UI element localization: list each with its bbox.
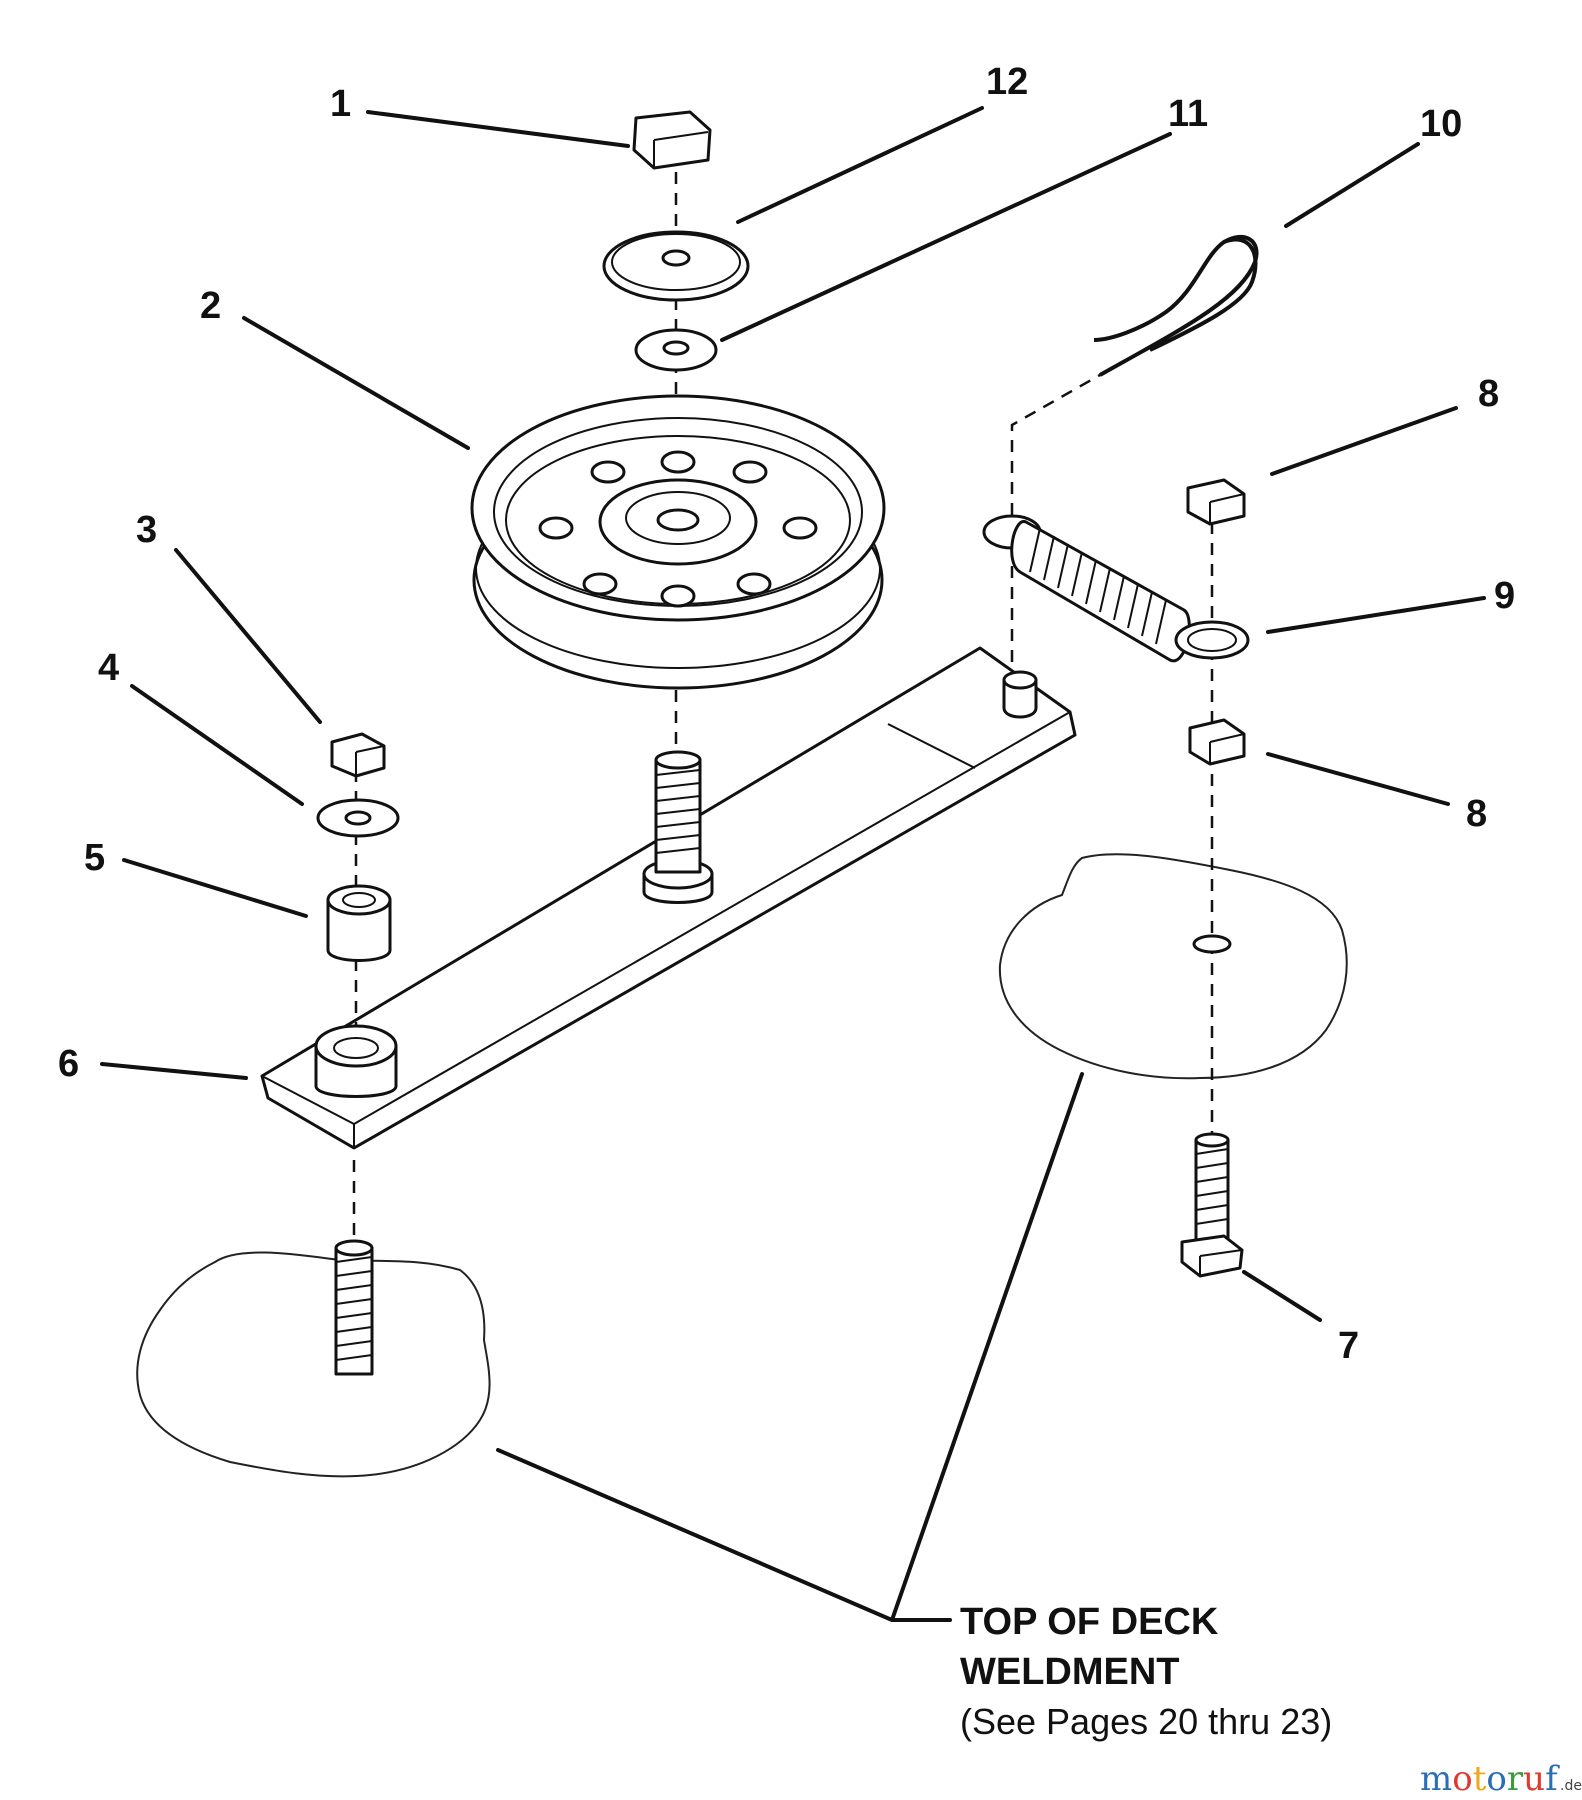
- lock-washer-left: [316, 798, 400, 838]
- note-line-1: TOP OF DECK: [960, 1601, 1219, 1643]
- hex-bolt-right: [1180, 1132, 1244, 1278]
- callout-9: 9: [1494, 575, 1515, 617]
- hex-nut-right-lower: [1188, 718, 1246, 766]
- hairpin-cotter: [1093, 234, 1259, 377]
- deck-surface-right: [998, 853, 1348, 1080]
- callout-12: 12: [986, 61, 1028, 103]
- callout-6: 6: [58, 1043, 79, 1085]
- callout-10: 10: [1420, 103, 1462, 145]
- hex-nut-left: [330, 732, 386, 778]
- callout-1: 1: [330, 83, 351, 125]
- svg-text:.de: .de: [1560, 1778, 1582, 1794]
- callout-8-upper: 8: [1478, 373, 1499, 415]
- spring-pin: [1002, 670, 1038, 719]
- flat-washer-large: [602, 230, 750, 302]
- deck-surface-left: [136, 1251, 491, 1478]
- note-line-3: (See Pages 20 thru 23): [960, 1701, 1332, 1742]
- callout-11: 11: [1168, 93, 1208, 135]
- callout-3: 3: [136, 509, 157, 551]
- note-line-2: WELDMENT: [960, 1651, 1180, 1693]
- watermark-logo: motoruf .de: [1420, 1759, 1582, 1799]
- callout-2: 2: [200, 285, 221, 327]
- callout-7: 7: [1338, 1325, 1359, 1367]
- flat-washer-small: [634, 328, 718, 372]
- hex-nut-right-upper: [1186, 478, 1246, 526]
- deck-hole-right: [1192, 934, 1232, 954]
- pulley-bolt: [642, 750, 714, 904]
- bushing-on-arm: [314, 1024, 398, 1098]
- callout-8-lower: 8: [1466, 793, 1487, 835]
- spacer-left: [326, 884, 392, 962]
- extension-spring: [982, 514, 1250, 663]
- callout-4: 4: [98, 647, 119, 689]
- callout-5: 5: [84, 837, 105, 879]
- hex-nut-top: [632, 110, 712, 170]
- svg-text:motoruf: motoruf: [1420, 1759, 1560, 1799]
- idler-pulley: [470, 394, 886, 690]
- stud-bolt-left: [334, 1239, 374, 1376]
